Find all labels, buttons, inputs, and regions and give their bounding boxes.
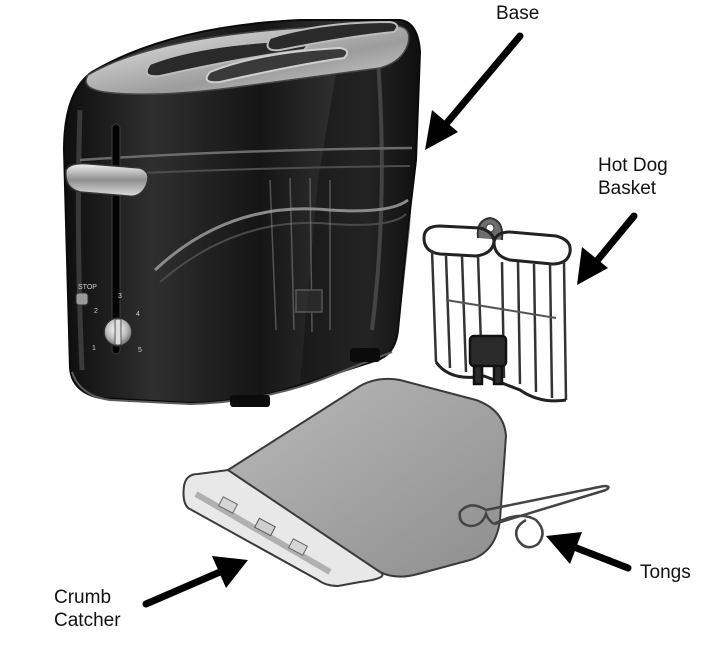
crumb-tray-frame[interactable] [182,468,384,588]
toaster-base: STOP 1 2 3 4 5 [62,19,422,407]
crumb-catcher [182,377,508,588]
hot-dog-slot [205,46,349,84]
hot-dog-basket [422,216,572,403]
dial-number-4: 4 [136,311,140,318]
label-hot-dog-basket: Hot Dog Basket [598,154,668,200]
crumb-catcher-arrow [142,556,248,608]
label-crumb-catcher: Crumb Catcher [54,586,121,632]
label-base: Base [496,2,539,25]
tongs [458,484,610,549]
basket-clip [468,334,508,368]
carriage-lever[interactable] [65,162,149,198]
bun-slot-right [266,20,399,52]
label-tongs-text: Tongs [640,562,691,583]
dial-number-1: 1 [92,345,96,352]
tongs-arrow [546,532,632,572]
dial-number-2: 2 [94,308,98,315]
stop-label: STOP [78,284,97,291]
dial-number-3: 3 [118,293,122,300]
callout-arrows [142,32,638,608]
label-basket-line2: Basket [598,178,657,199]
stop-button[interactable] [75,292,89,306]
label-crumb-line1: Crumb [54,587,112,608]
base-arrow [425,32,524,150]
label-tongs: Tongs [640,561,691,584]
label-base-text: Base [496,3,540,24]
browning-control: STOP 1 2 3 4 5 [75,284,142,354]
label-basket-line1: Hot Dog [598,155,668,176]
dial-numbers: 1 2 3 4 5 [92,293,142,354]
label-crumb-line2: Catcher [54,610,121,631]
basket-arrow [577,212,638,285]
dial-number-5: 5 [138,347,142,354]
